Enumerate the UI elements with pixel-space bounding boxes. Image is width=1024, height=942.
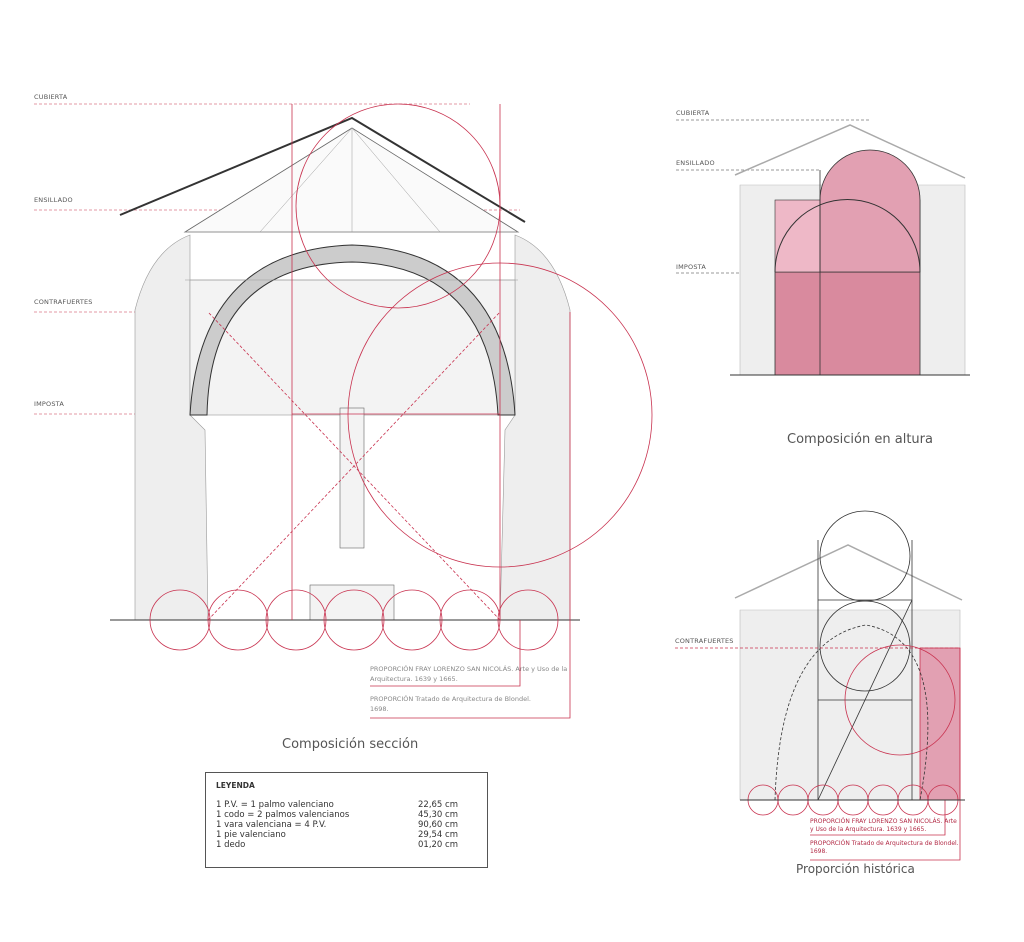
note-san-nicolas: PROPORCIÓN FRAY LORENZO SAN NICOLÁS. Art… [370,665,568,683]
legend-row: 1 vara valenciana = 4 P.V. 90,60 cm [216,820,477,830]
legend-unit: 1 P.V. = 1 palmo valenciano [216,800,334,810]
legend-box: LEYENDA 1 P.V. = 1 palmo valenciano 22,65… [205,772,488,868]
level-label-imposta: IMPOSTA [34,400,64,408]
legend-unit: 1 codo = 2 palmos valencianos [216,810,350,820]
legend-value: 01,20 cm [418,840,458,850]
note-san-nicolas: PROPORCIÓN FRAY LORENZO SAN NICOLÁS. Art… [810,818,957,833]
historic-section-drawing [675,510,965,861]
legend-unit: 1 pie valenciano [216,830,286,840]
level-label-ensillado: ENSILLADO [34,196,73,204]
main-section-drawing [34,103,653,719]
level-label-cubierta: CUBIERTA [676,109,710,117]
level-label-imposta: IMPOSTA [676,263,706,271]
legend-value: 22,65 cm [418,800,458,810]
note-blondel: PROPORCIÓN Tratado de Arquitectura de Bl… [810,840,959,855]
legend-row: 1 codo = 2 palmos valencianos 45,30 cm [216,810,477,820]
height-section-drawing [676,119,970,376]
legend-title: LEYENDA [216,781,255,790]
caption-proporcion-historica: Proporción histórica [796,862,915,876]
legend-row: 1 P.V. = 1 palmo valenciano 22,65 cm [216,800,477,810]
level-label-ensillado: ENSILLADO [676,159,715,167]
caption-composicion-altura: Composición en altura [787,432,933,447]
legend-value: 45,30 cm [418,810,458,820]
legend-value: 29,54 cm [418,830,458,840]
legend-row: 1 pie valenciano 29,54 cm [216,830,477,840]
caption-composicion-seccion: Composición sección [282,737,419,752]
legend-row: 1 dedo 01,20 cm [216,840,477,850]
note-blondel: PROPORCIÓN Tratado de Arquitectura de Bl… [370,695,531,713]
level-label-cubierta: CUBIERTA [34,93,68,101]
legend-value: 90,60 cm [418,820,458,830]
legend-unit: 1 dedo [216,840,246,850]
level-label-contrafuertes: CONTRAFUERTES [675,637,734,645]
level-label-contrafuertes: CONTRAFUERTES [34,298,93,306]
legend-unit: 1 vara valenciana = 4 P.V. [216,820,327,830]
